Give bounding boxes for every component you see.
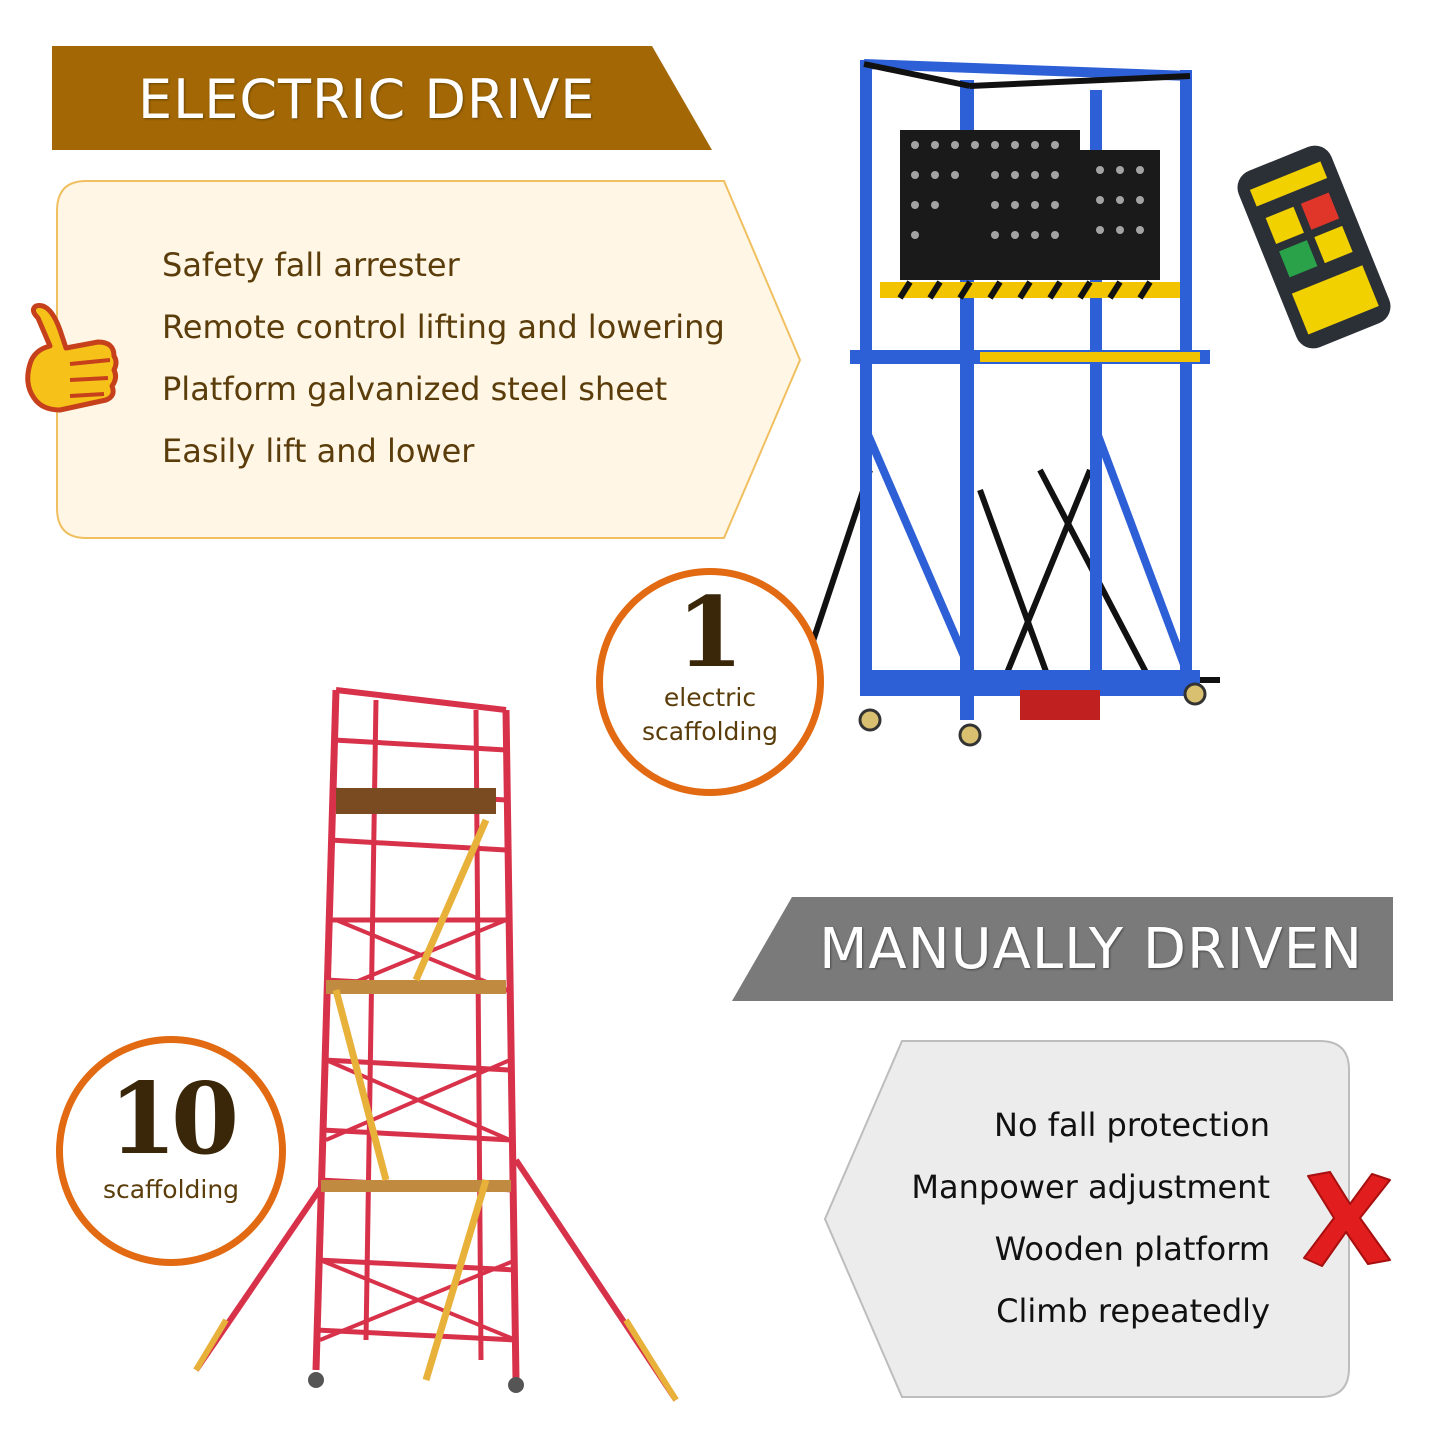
remote-control-image — [1228, 142, 1400, 352]
panel-shape — [56, 180, 802, 539]
electric-feature-list: Safety fall arrester Remote control lift… — [162, 242, 725, 490]
manual-feature-list: No fall protection Manpower adjustment W… — [911, 1102, 1270, 1350]
feature-item: Manpower adjustment — [911, 1168, 1270, 1206]
manually-driven-title: MANUALLY DRIVEN — [819, 917, 1363, 982]
electric-scaffolding-image — [800, 30, 1320, 770]
manual-features-panel: No fall protection Manpower adjustment W… — [824, 1040, 1350, 1398]
electric-features-panel: Safety fall arrester Remote control lift… — [56, 180, 802, 540]
banner-shape — [732, 897, 1393, 1001]
electric-drive-banner: ELECTRIC DRIVE — [52, 46, 712, 150]
feature-item: No fall protection — [994, 1106, 1270, 1144]
x-mark-icon — [1300, 1168, 1394, 1268]
thumbs-up-icon — [20, 300, 120, 420]
badge-label: scaffolding — [641, 717, 779, 746]
feature-item: Easily lift and lower — [162, 432, 475, 470]
badge-label: scaffolding — [102, 1175, 240, 1204]
manual-scaffolding-image — [186, 680, 686, 1410]
banner-shape — [52, 46, 712, 150]
feature-item: Wooden platform — [994, 1230, 1270, 1268]
manually-driven-banner: MANUALLY DRIVEN — [732, 897, 1393, 1001]
electric-drive-title: ELECTRIC DRIVE — [138, 68, 596, 131]
badge-number: 1 — [676, 576, 744, 689]
feature-item: Platform galvanized steel sheet — [162, 370, 668, 408]
manual-badge: 10 scaffolding — [56, 1036, 286, 1266]
electric-badge: 1 electric scaffolding — [596, 568, 824, 796]
panel-shape — [824, 1040, 1350, 1398]
feature-item: Safety fall arrester — [162, 246, 460, 284]
badge-number: 10 — [108, 1062, 239, 1177]
feature-item: Remote control lifting and lowering — [162, 308, 725, 346]
feature-item: Climb repeatedly — [996, 1292, 1270, 1330]
badge-label: electric — [663, 683, 757, 712]
